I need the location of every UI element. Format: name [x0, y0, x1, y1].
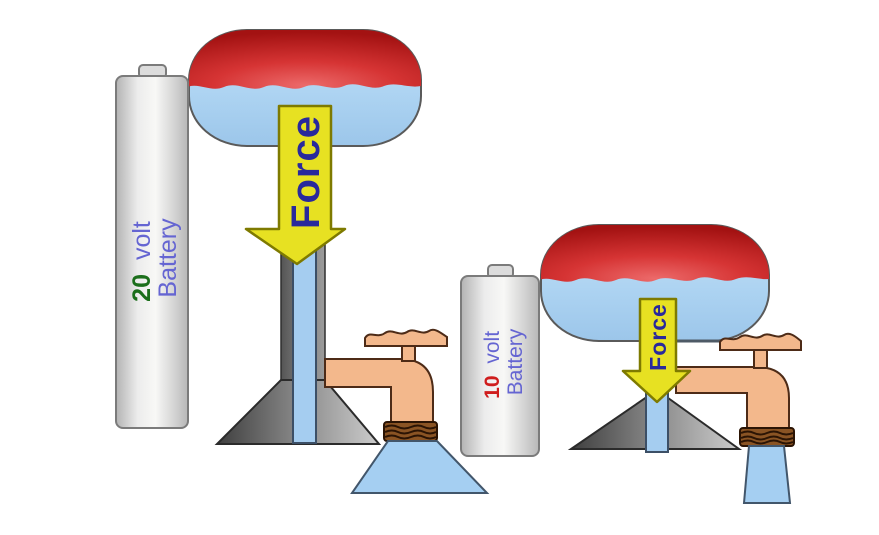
right-faucet	[675, 332, 802, 504]
left-tank-red-cap	[189, 30, 421, 89]
right-coil-line	[740, 439, 794, 445]
left-battery-body	[115, 75, 189, 429]
right-battery-label: 10 volt Battery	[481, 325, 527, 399]
right-water-stream	[742, 445, 792, 504]
left-water-spray	[350, 440, 490, 494]
right-force-label: Force	[645, 303, 671, 371]
right-water-tank	[540, 224, 770, 342]
left-coil-line	[384, 424, 437, 430]
left-battery-voltage: 20	[128, 274, 156, 302]
left-faucet-thread-coil	[383, 421, 438, 442]
right-faucet-handle-stem	[753, 349, 768, 369]
left-faucet	[324, 328, 490, 494]
right-battery-body	[460, 275, 540, 457]
right-tank-red-cap	[541, 225, 769, 282]
right-battery-word: Battery	[504, 328, 527, 395]
left-faucet-handle	[364, 328, 448, 347]
right-force-arrow: Force	[621, 297, 692, 404]
left-system: 20 volt Battery Force	[115, 29, 490, 494]
left-force-arrow: Force	[244, 104, 347, 266]
right-battery: 10 volt Battery	[460, 264, 540, 457]
left-battery-volt-word: volt	[128, 221, 156, 260]
left-force-arrow-shape	[244, 104, 347, 266]
left-faucet-handle-stem	[401, 345, 416, 362]
left-coil-line	[384, 429, 437, 435]
left-water-tank	[188, 29, 422, 147]
right-battery-volt-word: volt	[481, 331, 504, 364]
right-force-arrow-shape	[621, 297, 692, 404]
right-coil-line	[740, 430, 794, 436]
right-battery-voltage: 10	[481, 376, 504, 399]
left-battery-label: 20 volt Battery	[128, 214, 182, 302]
left-force-label: Force	[284, 115, 328, 229]
left-battery-word: Battery	[154, 218, 182, 298]
left-coil-line	[384, 434, 437, 440]
right-faucet-handle	[719, 332, 802, 351]
left-battery: 20 volt Battery	[115, 64, 189, 429]
right-coil-line	[740, 435, 794, 441]
right-faucet-thread-coil	[739, 427, 795, 447]
right-system: 10 volt Battery Force	[460, 224, 802, 504]
